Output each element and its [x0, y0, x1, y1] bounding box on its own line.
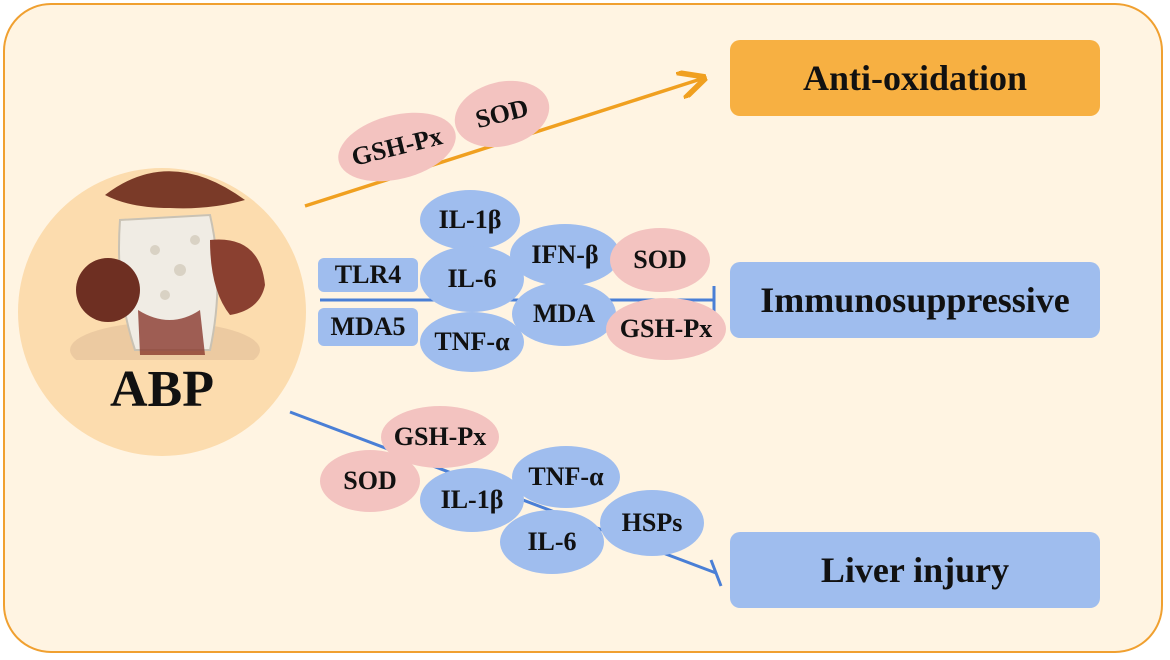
node-il6-immune: IL-6: [420, 246, 524, 312]
node-il6-liver: IL-6: [500, 510, 604, 574]
node-mda-immune: MDA: [512, 282, 616, 346]
liver-injury-inhibition-bar: [709, 559, 723, 587]
node-sod-liver: SOD: [320, 450, 420, 512]
mushroom-illustration: [70, 171, 265, 360]
outcome-immunosuppressive: Immunosuppressive: [730, 262, 1100, 338]
node-tnfa-immune: TNF-α: [420, 312, 524, 372]
node-gshpx-immune: GSH-Px: [606, 298, 726, 360]
node-il1b-immune: IL-1β: [420, 190, 520, 250]
node-ifnb-immune: IFN-β: [510, 224, 620, 286]
node-tnfa-liver: TNF-α: [512, 446, 620, 508]
node-tlr4: TLR4: [318, 258, 418, 292]
outcome-anti-oxidation: Anti-oxidation: [730, 40, 1100, 116]
outcome-liver-injury: Liver injury: [730, 532, 1100, 608]
abp-label: ABP: [110, 361, 214, 418]
node-mda5: MDA5: [318, 308, 418, 346]
node-il1b-liver: IL-1β: [420, 468, 524, 532]
node-sod-immune: SOD: [610, 228, 710, 292]
node-hsps-liver: HSPs: [600, 490, 704, 556]
